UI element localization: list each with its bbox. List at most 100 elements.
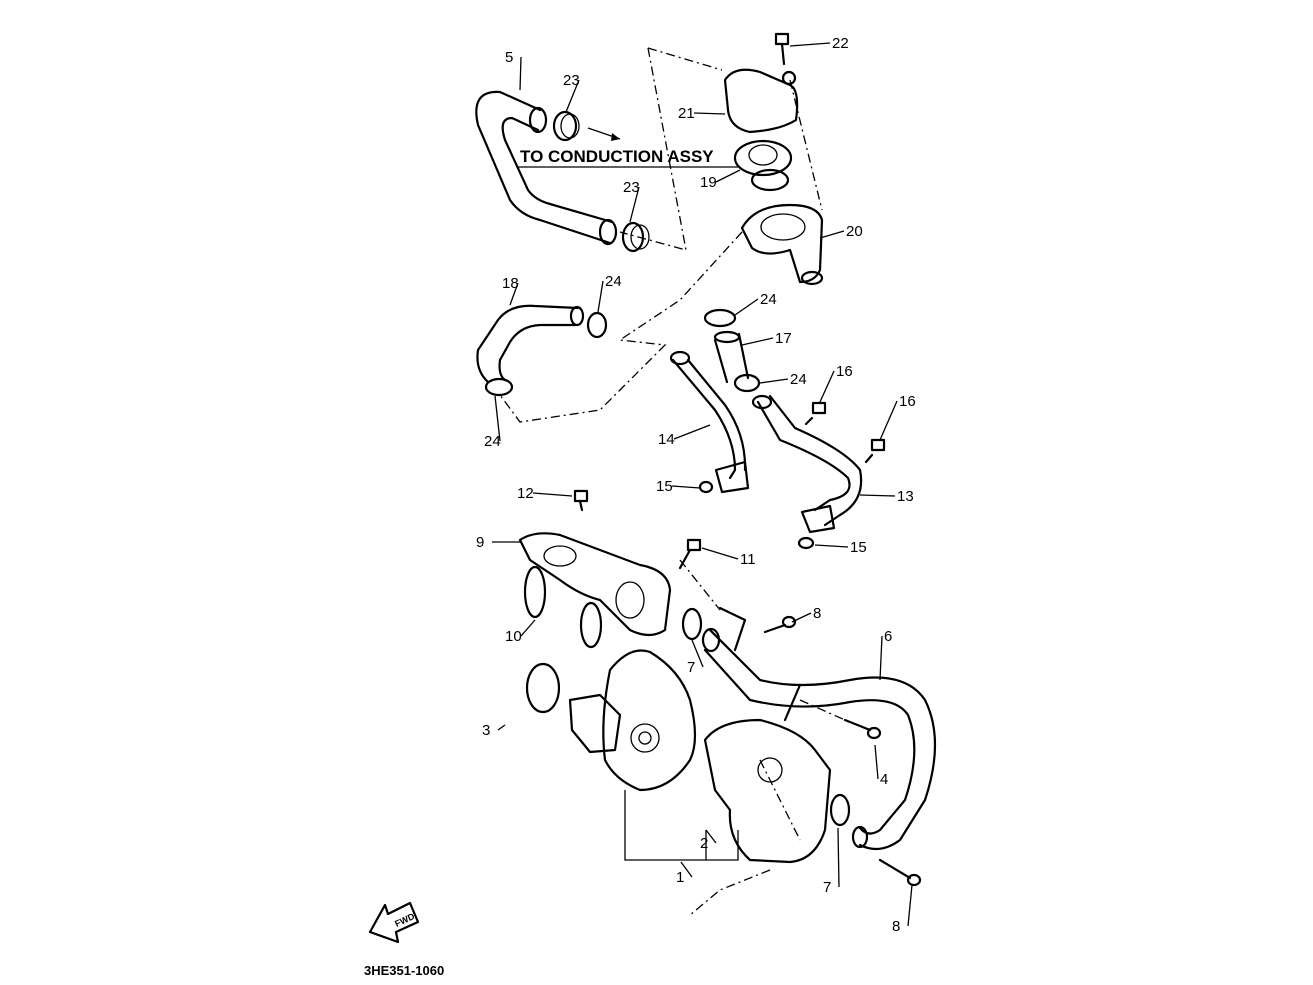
- callout-9: 9: [476, 534, 484, 551]
- callout-23: 23: [563, 72, 580, 89]
- clamp-24-b: [484, 377, 514, 397]
- leader-line: [519, 56, 522, 91]
- leader-line: [701, 547, 739, 560]
- callout-19: 19: [700, 174, 717, 191]
- leader-line: [497, 724, 506, 731]
- callout-23: 23: [623, 179, 640, 196]
- leader-line: [673, 424, 711, 440]
- callout-21: 21: [678, 105, 695, 122]
- callout-17: 17: [775, 330, 792, 347]
- bolt-22: [774, 32, 790, 66]
- thermostat-cover-21: [723, 68, 799, 134]
- callout-24: 24: [484, 433, 501, 450]
- callout-18: 18: [502, 275, 519, 292]
- callout-22: 22: [832, 35, 849, 52]
- callout-6: 6: [884, 628, 892, 645]
- pipe-6: [701, 606, 937, 851]
- leader-line: [741, 337, 774, 346]
- callout-16: 16: [836, 363, 853, 380]
- callout-1: 1: [676, 869, 684, 886]
- leader-line: [907, 884, 913, 927]
- leader-line: [509, 282, 519, 306]
- pipe-13: [751, 394, 863, 534]
- callout-bracket-1-2: [624, 790, 739, 861]
- hose-5: [475, 90, 618, 246]
- callout-16: 16: [899, 393, 916, 410]
- thermostat-housing-20: [740, 203, 824, 286]
- o-ring-10-a: [523, 565, 547, 619]
- callout-8: 8: [813, 605, 821, 622]
- o-ring-gasket: [525, 662, 561, 714]
- inlet-pipe-9: [518, 532, 672, 637]
- callout-10: 10: [505, 628, 522, 645]
- bolt-11: [678, 538, 702, 570]
- leader-line: [791, 612, 812, 623]
- leader-line: [693, 112, 726, 115]
- callout-15: 15: [656, 478, 673, 495]
- conduction-assy-note: TO CONDUCTION ASSY: [520, 147, 714, 166]
- bolt-16-b: [864, 438, 886, 464]
- leader-line: [680, 861, 693, 878]
- clamp-23-upper: [552, 110, 580, 142]
- leader-line: [671, 485, 701, 489]
- leader-line: [874, 744, 879, 780]
- water-pump-3: [568, 649, 697, 792]
- pump-housing-2: [703, 718, 832, 864]
- leader-line: [705, 829, 717, 844]
- callout-24: 24: [760, 291, 777, 308]
- leader-line: [814, 544, 849, 548]
- callout-3: 3: [482, 722, 490, 739]
- bolt-8-lower: [878, 858, 922, 887]
- thermostat-19: [733, 139, 793, 192]
- arrow-head-icon: [611, 133, 620, 141]
- callout-15: 15: [850, 539, 867, 556]
- leader-line: [565, 79, 580, 113]
- bolt-8-upper: [763, 615, 797, 634]
- leader-line: [837, 827, 840, 888]
- o-ring-15-b: [797, 536, 815, 550]
- o-ring-7-lower: [829, 793, 851, 827]
- leader-line: [520, 619, 536, 637]
- leader-line: [734, 298, 759, 316]
- callout-24: 24: [605, 273, 622, 290]
- hose-18: [476, 304, 585, 384]
- callout-7: 7: [823, 879, 831, 896]
- o-ring-10-b: [579, 601, 603, 649]
- leader-line: [859, 494, 896, 497]
- leader-line: [819, 370, 835, 403]
- callout-20: 20: [846, 223, 863, 240]
- callout-24: 24: [790, 371, 807, 388]
- callout-8: 8: [892, 918, 900, 935]
- clamp-24-c: [703, 308, 737, 328]
- bolt-4: [843, 718, 882, 740]
- leader-line: [691, 639, 704, 668]
- o-ring-7-upper: [681, 607, 703, 641]
- clamp-23-lower: [621, 221, 650, 253]
- leader-line: [597, 280, 604, 313]
- hose-17: [713, 330, 750, 384]
- fwd-arrow-icon: FWD: [368, 901, 420, 944]
- leader-line: [819, 230, 845, 239]
- callout-11: 11: [740, 551, 756, 568]
- callout-7: 7: [687, 659, 695, 676]
- o-ring-15-a: [698, 480, 714, 494]
- callout-4: 4: [880, 771, 888, 788]
- leader-line: [789, 42, 831, 47]
- leader-line: [879, 635, 883, 681]
- bolt-16-a: [804, 401, 827, 426]
- callout-12: 12: [517, 485, 534, 502]
- callout-5: 5: [505, 49, 513, 66]
- callout-13: 13: [897, 488, 914, 505]
- callout-14: 14: [658, 431, 675, 448]
- bolt-12: [573, 489, 589, 512]
- leader-line: [759, 378, 789, 384]
- clamp-24-a: [586, 311, 608, 339]
- leader-line: [715, 169, 741, 183]
- leader-line: [494, 395, 501, 442]
- leader-line: [532, 492, 573, 497]
- leader-line: [879, 400, 898, 441]
- leader-line: [629, 186, 640, 223]
